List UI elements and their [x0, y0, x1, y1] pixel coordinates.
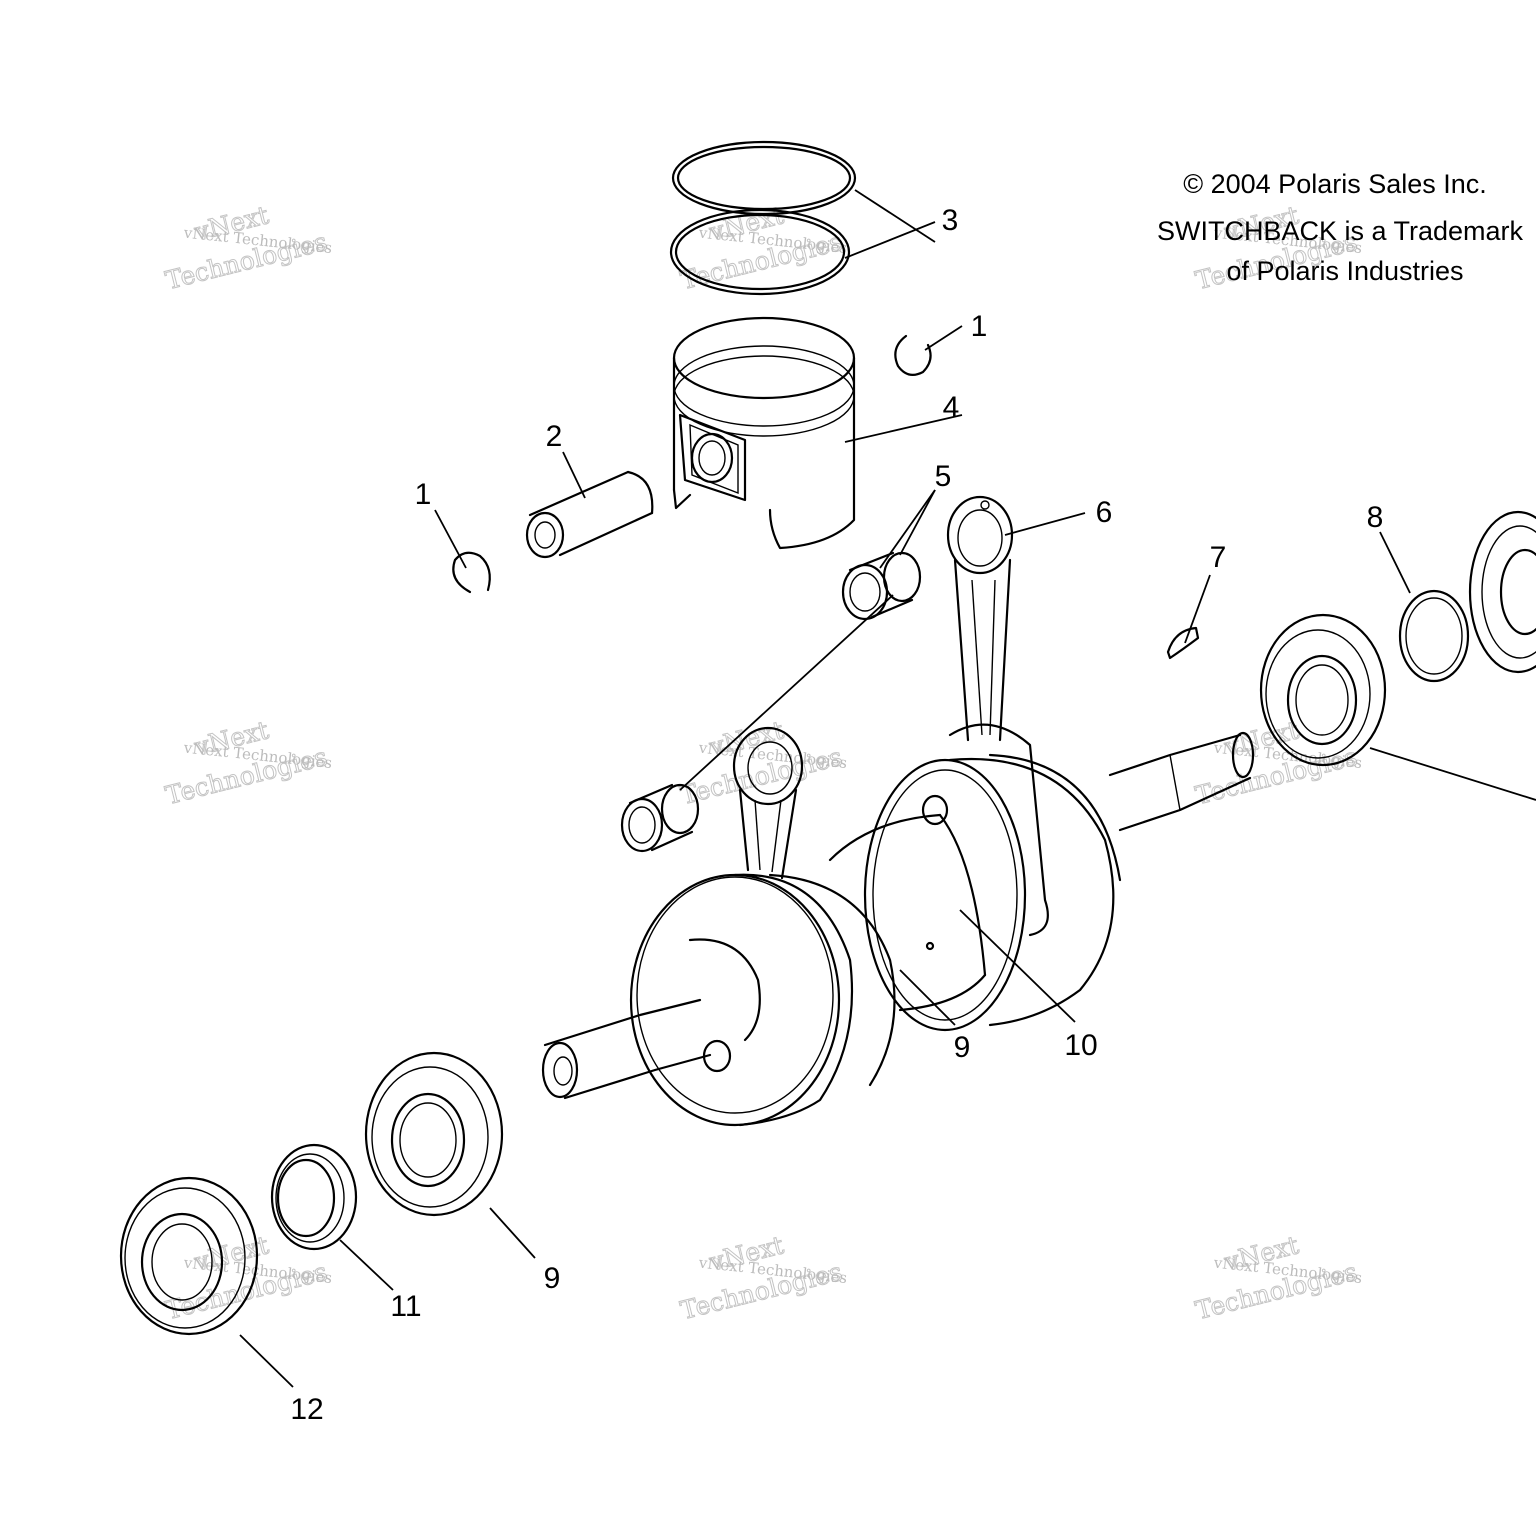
woodruff-key — [1166, 626, 1200, 660]
watermark: vNext Technologies vNext Technologies — [162, 1230, 333, 1326]
watermark: vNext Technologies vNext Technologies — [677, 1230, 848, 1326]
callout-12: 12 — [290, 1393, 323, 1426]
piston-rings — [669, 140, 857, 296]
watermark: vNext Technologies vNext Technologies — [1192, 1230, 1363, 1326]
callout-7: 7 — [1210, 541, 1227, 574]
callout-9-bearing: 9 — [544, 1262, 561, 1295]
callout-5: 5 — [935, 460, 952, 493]
copyright-line-3: of Polaris Industries — [1226, 256, 1463, 286]
copyright-line-2: SWITCHBACK is a Trademark — [1157, 216, 1524, 246]
needle-bearing-upper — [841, 551, 922, 621]
callout-11: 11 — [390, 1290, 421, 1323]
thrust-ring — [1398, 589, 1470, 683]
callout-2: 2 — [546, 420, 563, 453]
bearing-left — [364, 1051, 504, 1217]
piston — [672, 316, 856, 550]
wrist-pin — [525, 470, 654, 559]
callout-1-right: 1 — [971, 310, 988, 343]
connecting-rod-lower — [732, 726, 804, 880]
watermark: vNext Technologies vNext Technologies — [162, 200, 333, 296]
needle-bearing-lower — [620, 783, 700, 853]
callout-4: 4 — [943, 391, 960, 424]
callout-8: 8 — [1367, 501, 1384, 534]
seal-right — [1468, 510, 1536, 674]
bearing-right — [1259, 613, 1387, 767]
callout-10: 10 — [1064, 1029, 1097, 1062]
callout-6: 6 — [1096, 496, 1113, 529]
watermark: vNext Technologies vNext Technologies — [162, 715, 333, 811]
connecting-rod-upper — [946, 495, 1049, 937]
crankshaft — [541, 731, 1255, 1127]
leader-lines — [239, 189, 1536, 1388]
copyright-notice: © 2004 Polaris Sales Inc. SWITCHBACK is … — [1157, 169, 1524, 286]
callout-1-left: 1 — [415, 478, 432, 511]
circlip-left — [452, 551, 491, 594]
watermark-layer: vNext Technologies vNext Technologies vN… — [162, 200, 1363, 1326]
callout-9-crank: 9 — [954, 1031, 971, 1064]
watermark: vNext Technologies vNext Technologies — [677, 715, 848, 811]
thrust-spacer — [270, 1143, 358, 1251]
circlip-right — [894, 334, 932, 377]
seal-left — [119, 1176, 259, 1336]
callout-labels: 3 1 4 2 1 5 6 7 8 9 10 9 11 12 — [290, 204, 1383, 1426]
copyright-line-1: © 2004 Polaris Sales Inc. — [1183, 169, 1487, 199]
callout-3: 3 — [942, 204, 959, 237]
